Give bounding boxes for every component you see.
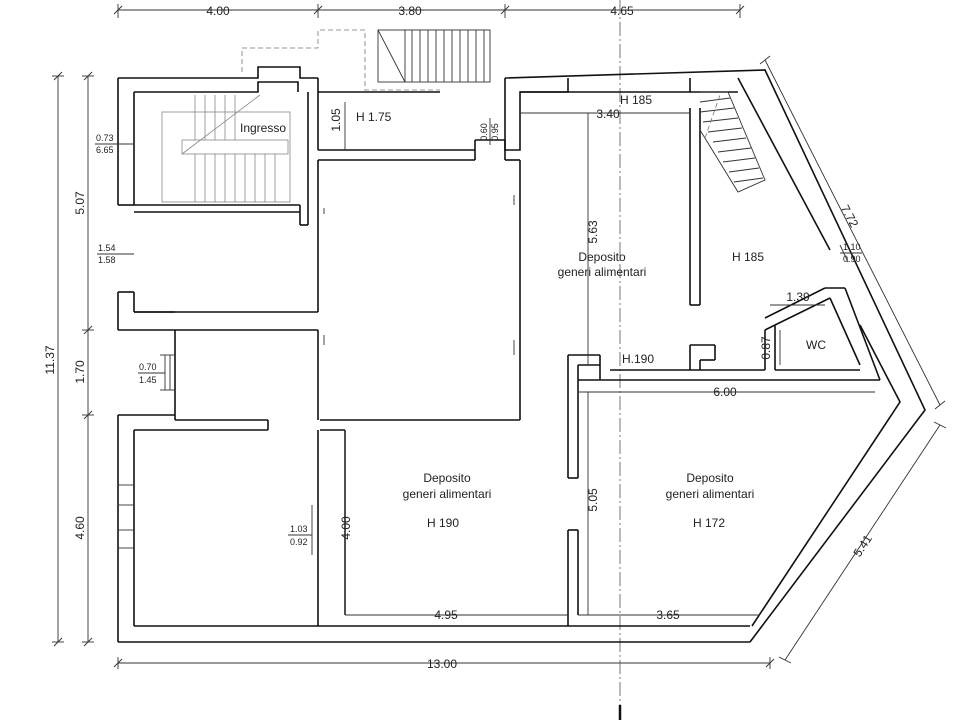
stairs-top [241, 29, 491, 91]
room-deposito-bl-line1: Deposito [423, 471, 471, 485]
opening-6-width: 1.10 [843, 242, 861, 252]
outer-walls [117, 66, 926, 643]
dim-left-mid: 1.70 [73, 360, 87, 384]
opening-1-height: 6.65 [96, 145, 114, 155]
dim-365: 3.65 [656, 608, 680, 622]
room-wc: WC [806, 338, 826, 352]
room-h185-right: H 185 [732, 250, 764, 264]
opening-3-width: 0.70 [139, 362, 157, 372]
left-dimension-lines: 11.37 5.07 1.70 4.60 [43, 71, 94, 647]
room-deposito-bl-height: H 190 [427, 516, 459, 530]
dim-left-lower: 4.60 [73, 516, 87, 540]
dim-340: 3.40 [596, 107, 620, 121]
dim-top-left: 4.00 [206, 4, 230, 18]
dim-087: 0.87 [759, 336, 773, 360]
dim-105: 1.05 [329, 108, 343, 132]
top-dimension-line: 4.00 3.80 4.65 [113, 4, 745, 18]
opening-5-height: 0.95 [490, 123, 500, 141]
room-deposito-br-height: H 172 [693, 516, 725, 530]
room-deposito-top-line2: generi alimentari [558, 265, 647, 279]
room-deposito-bl-line2: generi alimentari [403, 487, 492, 501]
room-ingresso: Ingresso [240, 121, 286, 135]
opening-4-width: 1.03 [290, 524, 308, 534]
dim-139: 1.39 [786, 290, 810, 304]
opening-2-width: 1.54 [98, 243, 116, 253]
dim-bottom-total: 13.00 [427, 657, 457, 671]
dim-600: 6.00 [713, 385, 737, 399]
opening-5-width: 0.60 [479, 123, 489, 141]
dim-left-upper: 5.07 [73, 191, 87, 215]
room-h175: H 1.75 [356, 110, 392, 124]
dim-505: 5.05 [586, 488, 600, 512]
room-deposito-top-line1: Deposito [578, 250, 626, 264]
dim-400: 4.00 [339, 516, 353, 540]
bottom-dimension-line: 13.00 [113, 657, 775, 671]
opening-4-height: 0.92 [290, 537, 308, 547]
stairs-ingresso [161, 94, 291, 203]
room-deposito-br-line2: generi alimentari [666, 487, 755, 501]
dim-left-total: 11.37 [43, 345, 57, 374]
dim-495: 4.95 [434, 608, 458, 622]
opening-1-width: 0.73 [96, 133, 114, 143]
stairs-right [699, 91, 766, 193]
dim-diag-541: 5.41 [850, 532, 875, 559]
dim-top-right: 4.65 [610, 4, 634, 18]
opening-6-height: 0.90 [843, 254, 861, 264]
room-h190-mid: H.190 [622, 352, 654, 366]
room-labels: Ingresso H 1.75 H 185 H 185 H.190 WC Dep… [240, 93, 826, 530]
opening-2-height: 1.58 [98, 255, 116, 265]
room-h185-top: H 185 [620, 93, 652, 107]
opening-labels: 0.73 6.65 1.54 1.58 0.70 1.45 1.03 0.92 … [95, 118, 862, 547]
interior-walls [134, 78, 880, 626]
opening-3-height: 1.45 [139, 375, 157, 385]
inner-dimension-lines: 3.40 5.63 6.00 5.05 4.00 4.95 3.65 1.05 … [329, 102, 875, 622]
room-deposito-br-line1: Deposito [686, 471, 734, 485]
opening-marks [118, 195, 849, 555]
dim-top-mid: 3.80 [398, 4, 422, 18]
dim-diag-772: 7.72 [838, 203, 861, 230]
dim-563: 5.63 [586, 220, 600, 244]
